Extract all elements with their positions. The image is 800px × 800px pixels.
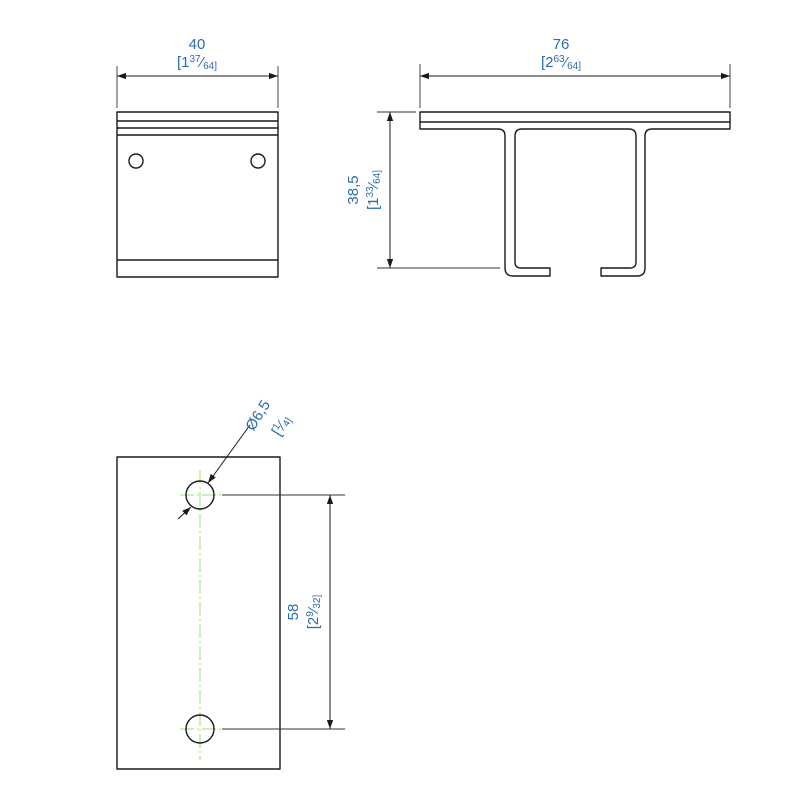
dimension-top-width: 40 [137⁄64] bbox=[116, 36, 279, 108]
hole-top bbox=[185, 480, 215, 510]
dimension-value: 76 bbox=[553, 36, 570, 53]
dimension-height: 38,5 [133⁄64] bbox=[345, 111, 500, 269]
dimension-imperial: [1⁄4] bbox=[269, 412, 295, 439]
dimension-value: 58 bbox=[285, 604, 302, 621]
dimension-imperial: [263⁄64] bbox=[541, 54, 581, 72]
dimension-hole-spacing: 58 [29⁄32] bbox=[222, 494, 345, 730]
dimension-imperial: [133⁄64] bbox=[365, 170, 383, 210]
plate-view bbox=[116, 456, 281, 770]
dimension-total-width: 76 [263⁄64] bbox=[419, 36, 731, 108]
dimension-value: 40 bbox=[189, 36, 206, 53]
side-view bbox=[419, 111, 731, 277]
plate-outline bbox=[116, 456, 281, 770]
dimension-value: 38,5 bbox=[345, 175, 362, 204]
front-view-outline bbox=[116, 111, 279, 278]
bracket-profile bbox=[419, 111, 731, 277]
leader-line bbox=[207, 424, 251, 484]
dimension-hole-diameter: Ø6,5 [1⁄4] bbox=[177, 397, 295, 520]
leader-arrow-lower bbox=[177, 506, 192, 520]
front-view bbox=[116, 111, 279, 278]
mounting-hole-right bbox=[250, 153, 266, 169]
mounting-hole-left bbox=[128, 153, 144, 169]
hole-bottom bbox=[185, 714, 215, 744]
dimension-imperial: [29⁄32] bbox=[305, 595, 323, 630]
dimension-imperial: [137⁄64] bbox=[177, 54, 217, 72]
